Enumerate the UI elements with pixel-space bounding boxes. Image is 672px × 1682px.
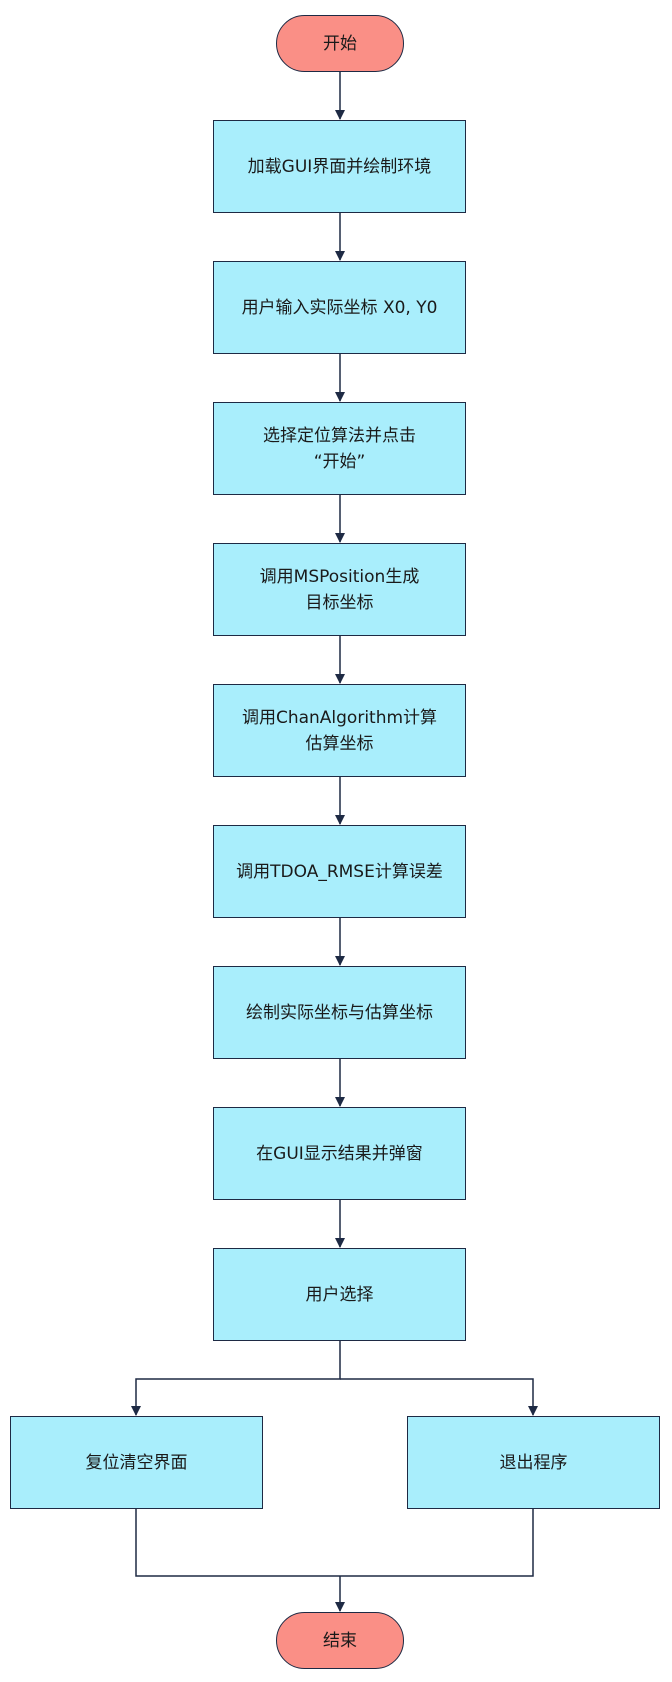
process-user-choice: 用户选择 bbox=[213, 1248, 466, 1341]
process-show-results: 在GUI显示结果并弹窗 bbox=[213, 1107, 466, 1200]
branch-connector-right bbox=[340, 1378, 538, 1416]
process-user-input-coords: 用户输入实际坐标 X0, Y0 bbox=[213, 261, 466, 354]
process-load-gui: 加载GUI界面并绘制环境 bbox=[213, 120, 466, 213]
process-tdoa-rmse: 调用TDOA_RMSE计算误差 bbox=[213, 825, 466, 918]
process-chan-algorithm: 调用ChanAlgorithm计算 估算坐标 bbox=[213, 684, 466, 777]
branch-connector bbox=[131, 1341, 341, 1416]
process-msposition: 调用MSPosition生成 目标坐标 bbox=[213, 543, 466, 636]
end-node: 结束 bbox=[276, 1612, 404, 1669]
process-select-algorithm: 选择定位算法并点击 “开始” bbox=[213, 402, 466, 495]
start-node: 开始 bbox=[276, 15, 404, 72]
process-plot-coords: 绘制实际坐标与估算坐标 bbox=[213, 966, 466, 1059]
process-reset: 复位清空界面 bbox=[10, 1416, 263, 1509]
merge-connector bbox=[135, 1509, 534, 1577]
process-exit: 退出程序 bbox=[407, 1416, 660, 1509]
